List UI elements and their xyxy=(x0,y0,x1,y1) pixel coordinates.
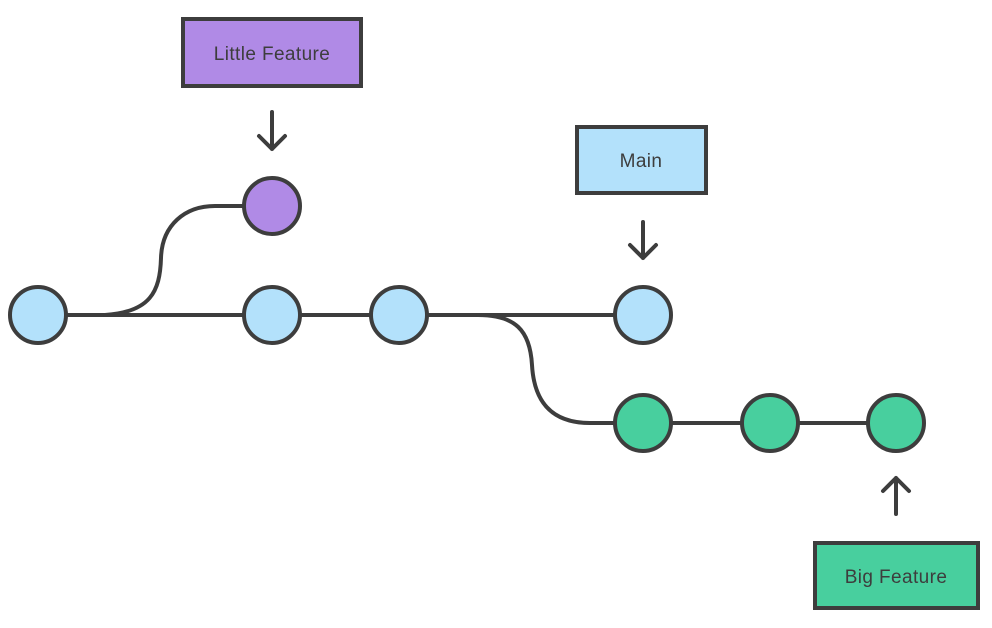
down-arrow-icon xyxy=(257,110,287,151)
main-commits xyxy=(8,285,673,345)
big-feature-label: Big Feature xyxy=(813,541,980,610)
little-feature-label-text: Little Feature xyxy=(214,44,331,65)
big-feature-label-box xyxy=(813,541,980,610)
branch-edges xyxy=(36,204,898,425)
big-feature-branch-curve xyxy=(476,313,898,425)
big-feature-commit xyxy=(866,393,926,453)
big-feature-commit xyxy=(740,393,800,453)
main-label-box xyxy=(575,125,708,195)
little-feature-label: Little Feature xyxy=(181,17,363,88)
main-commit xyxy=(369,285,429,345)
up-arrow-icon xyxy=(881,476,911,516)
down-arrow-icon xyxy=(628,220,658,260)
main-label-text: Main xyxy=(620,151,663,172)
main-commit xyxy=(613,285,673,345)
little-feature-commit xyxy=(242,176,302,236)
little-feature-branch-curve xyxy=(103,204,274,317)
little-feature-commits xyxy=(242,176,302,236)
big-feature-commit xyxy=(613,393,673,453)
main-commit xyxy=(242,285,302,345)
main-label: Main xyxy=(575,125,708,195)
main-commit xyxy=(8,285,68,345)
little-feature-label-box xyxy=(181,17,363,88)
big-feature-commits xyxy=(613,393,926,453)
big-feature-label-text: Big Feature xyxy=(845,567,948,588)
